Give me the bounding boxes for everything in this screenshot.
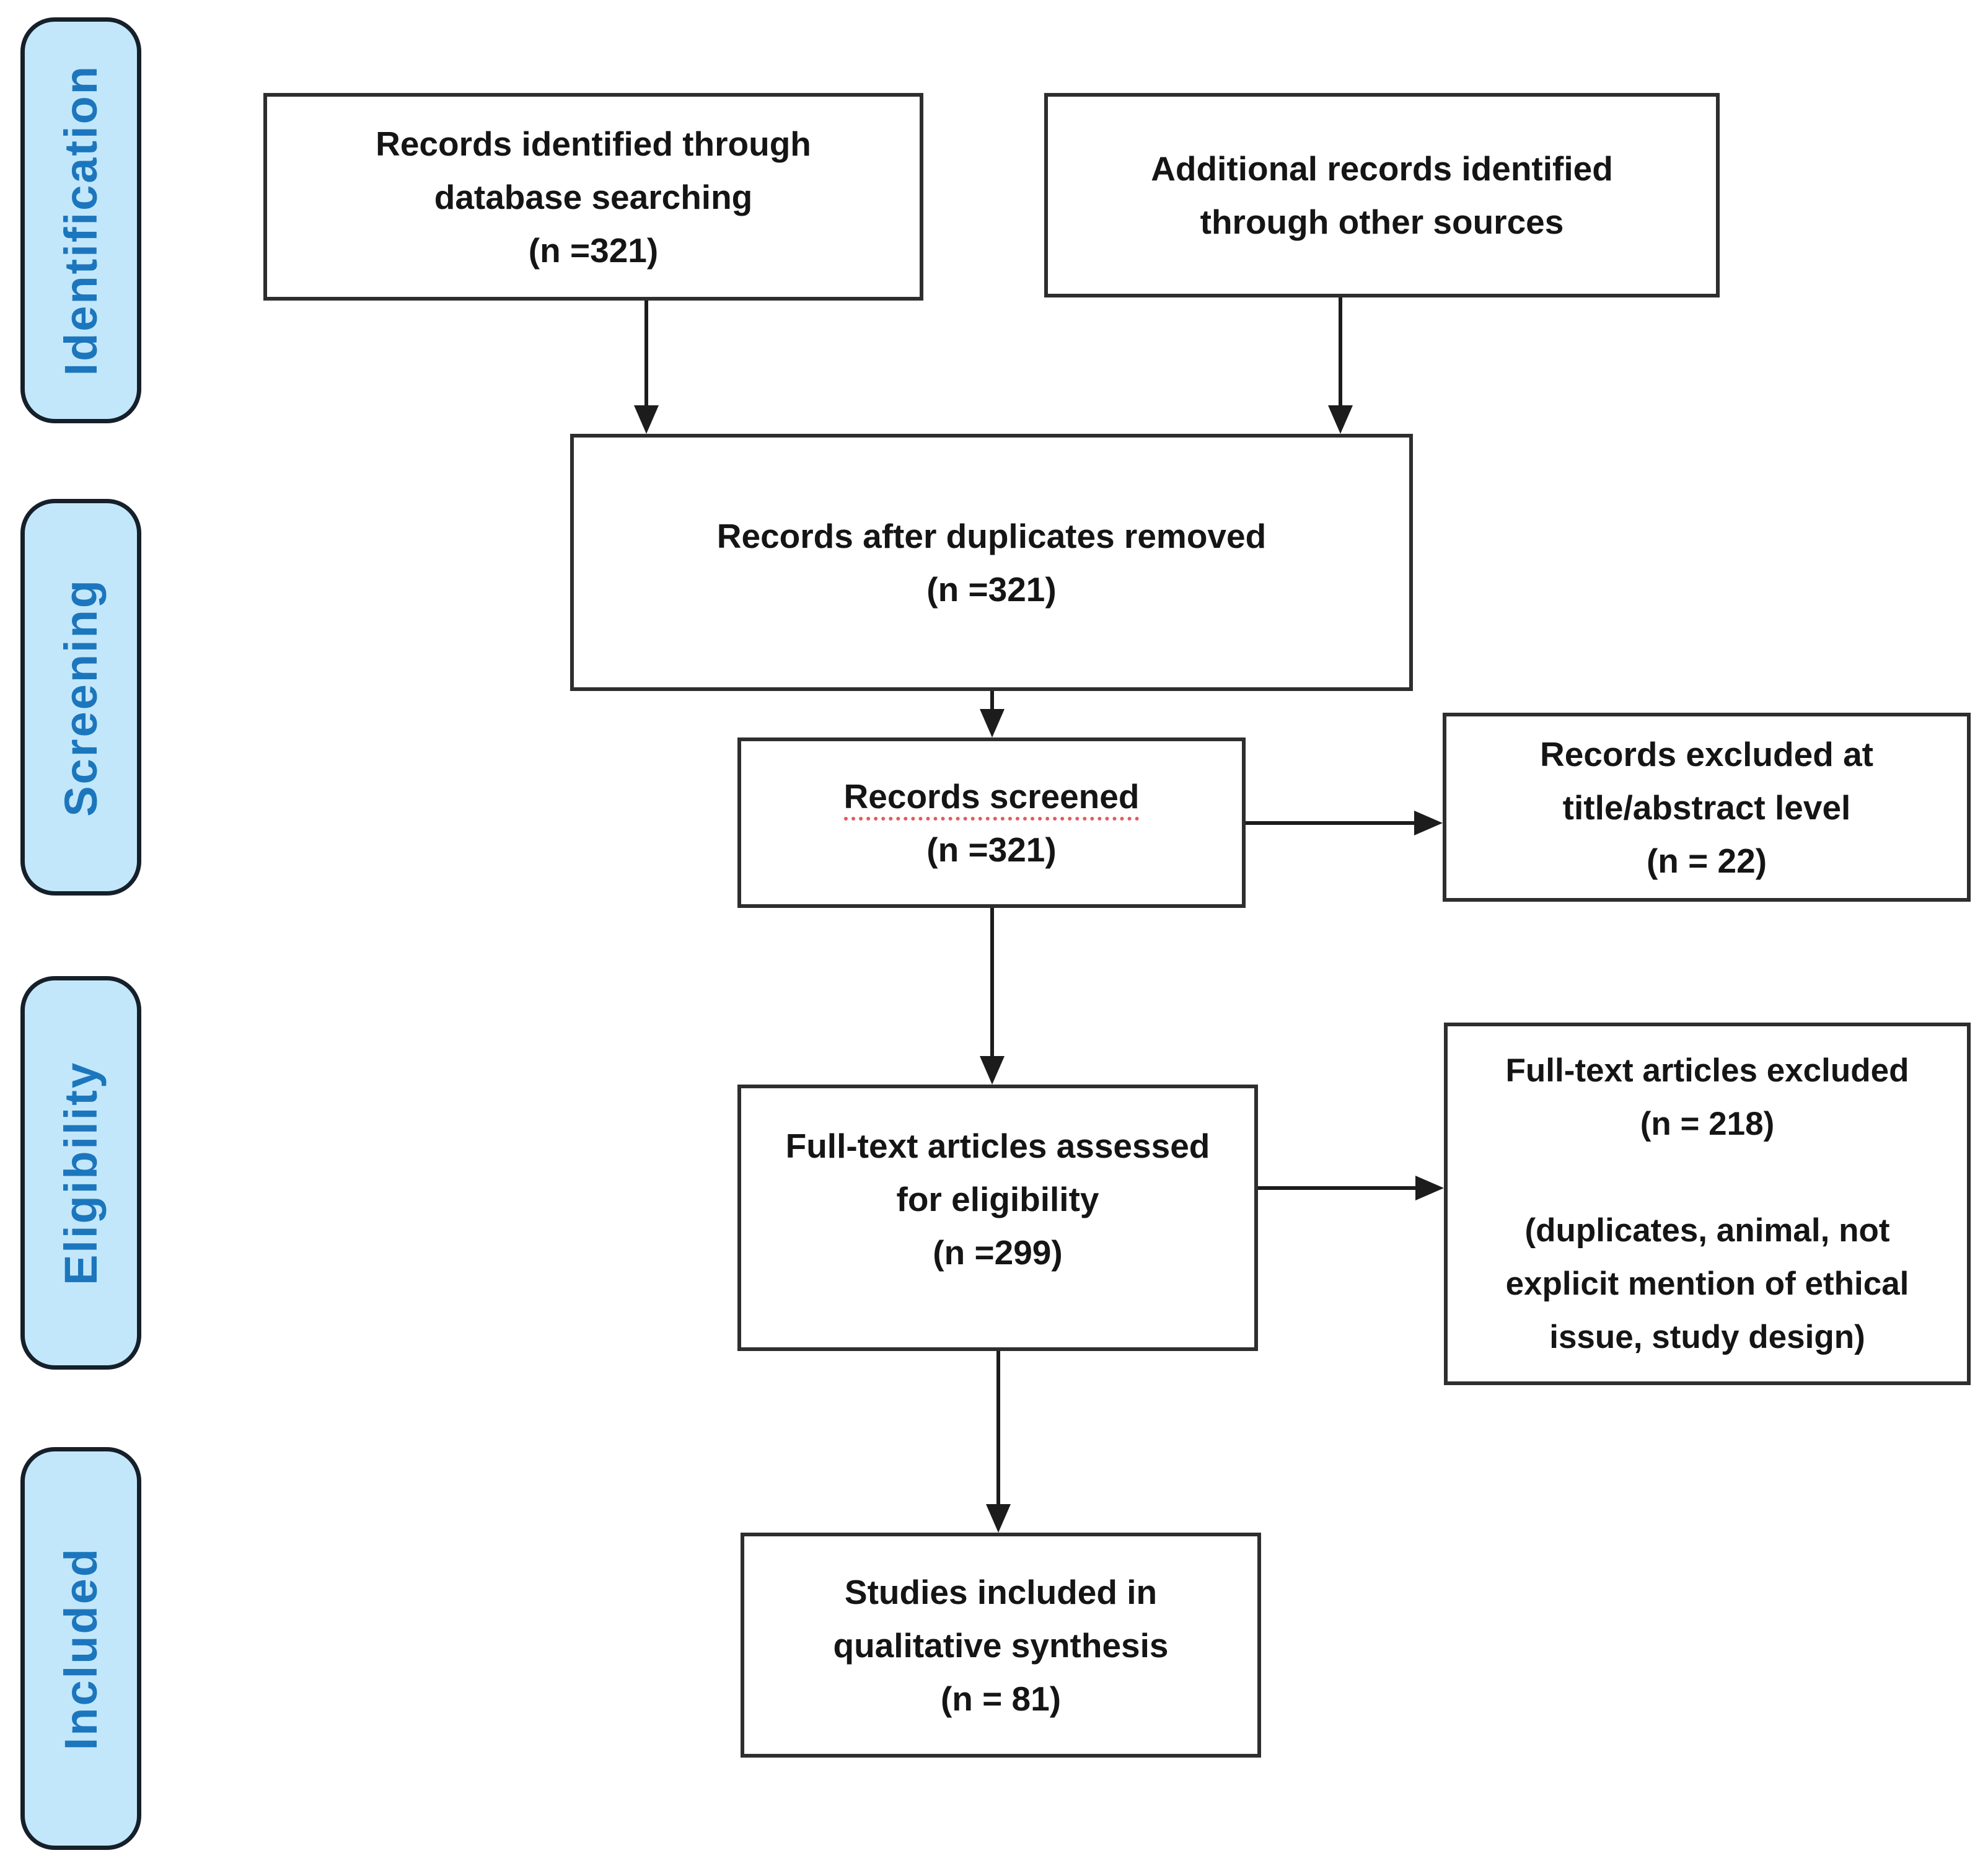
- box-additional-records-line-1: Additional records identified: [1151, 149, 1613, 188]
- box-records-excluded-line-2: title/abstract level: [1562, 788, 1851, 827]
- box-records-screened: Records screened (n =321): [737, 737, 1246, 908]
- box-studies-included: Studies included in qualitative synthesi…: [741, 1533, 1261, 1758]
- box-studies-included-line-2: qualitative synthesis: [833, 1626, 1169, 1665]
- arrow-head-right-icon: [1414, 811, 1443, 835]
- stage-screening: Screening: [20, 499, 141, 896]
- stage-eligibility-label: Eligibility: [55, 1060, 107, 1285]
- box-records-excluded: Records excluded at title/abstract level…: [1443, 713, 1971, 902]
- box-fulltext-assessed-line-2: for eligibility: [896, 1180, 1099, 1218]
- box-fulltext-assessed: Full-text articles assessed for eligibil…: [737, 1085, 1258, 1351]
- arrow-shaft: [644, 301, 648, 411]
- arrow-shaft: [1339, 297, 1342, 411]
- box-records-screened-text: Records screened: [843, 777, 1140, 821]
- box-fulltext-excluded-count: (n = 218): [1640, 1105, 1775, 1142]
- stage-eligibility: Eligibility: [20, 976, 141, 1370]
- box-fulltext-excluded: Full-text articles excluded (n = 218) (d…: [1444, 1023, 1971, 1385]
- box-duplicates-removed: Records after duplicates removed (n =321…: [570, 434, 1413, 691]
- arrow-shaft: [990, 908, 994, 1059]
- box-duplicates-removed-count: (n =321): [926, 570, 1057, 609]
- box-studies-included-count: (n = 81): [940, 1679, 1062, 1718]
- stage-identification-label: Identification: [55, 64, 107, 376]
- box-records-identified-line-1: Records identified through: [376, 124, 811, 163]
- box-records-identified-line-2: database searching: [434, 177, 753, 216]
- box-records-screened-line-1: Records screened: [843, 770, 1140, 823]
- box-records-screened-count: (n =321): [926, 830, 1057, 869]
- arrow-shaft: [1258, 1186, 1418, 1190]
- arrow-head-down-icon: [980, 709, 1005, 737]
- box-fulltext-excluded-line-1: Full-text articles excluded: [1505, 1052, 1909, 1089]
- stage-included-label: Included: [55, 1546, 107, 1751]
- box-records-identified: Records identified through database sear…: [263, 93, 923, 301]
- stage-screening-label: Screening: [55, 578, 107, 817]
- box-additional-records-line-2: through other sources: [1200, 203, 1564, 241]
- box-fulltext-excluded-reason-2: explicit mention of ethical: [1505, 1265, 1909, 1302]
- box-records-excluded-count: (n = 22): [1646, 841, 1767, 880]
- box-studies-included-line-1: Studies included in: [844, 1572, 1158, 1611]
- box-fulltext-excluded-reason-3: issue, study design): [1549, 1318, 1865, 1355]
- box-fulltext-assessed-count: (n =299): [933, 1233, 1063, 1272]
- arrow-head-down-icon: [980, 1056, 1005, 1085]
- arrow-shaft: [996, 1351, 1000, 1507]
- arrow-head-down-icon: [634, 405, 659, 434]
- arrow-head-down-icon: [986, 1504, 1011, 1533]
- box-fulltext-assessed-line-1: Full-text articles assessed: [785, 1127, 1210, 1165]
- arrow-head-down-icon: [1328, 405, 1353, 434]
- stage-included: Included: [20, 1447, 141, 1850]
- box-records-excluded-line-1: Records excluded at: [1540, 734, 1873, 773]
- arrow-head-right-icon: [1415, 1176, 1444, 1200]
- box-additional-records: Additional records identified through ot…: [1044, 93, 1720, 297]
- stage-identification: Identification: [20, 17, 141, 423]
- box-fulltext-excluded-reason-1: (duplicates, animal, not: [1524, 1212, 1890, 1249]
- box-duplicates-removed-line-1: Records after duplicates removed: [716, 516, 1267, 555]
- box-records-identified-count: (n =321): [528, 231, 659, 270]
- arrow-shaft: [990, 691, 994, 713]
- arrow-shaft: [1246, 821, 1419, 825]
